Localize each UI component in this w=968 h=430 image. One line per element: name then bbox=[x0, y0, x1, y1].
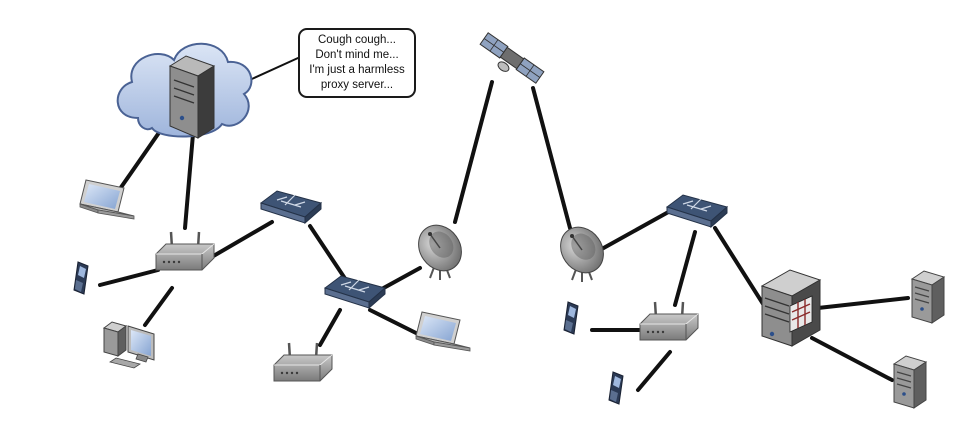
callout-line-2: Don't mind me... bbox=[315, 49, 399, 61]
mobile-phone-icon bbox=[73, 261, 89, 295]
link-pc-router bbox=[143, 286, 174, 327]
link-phone2-router-right bbox=[636, 350, 672, 392]
server-tower-icon bbox=[893, 355, 927, 409]
mobile-phone-icon bbox=[563, 301, 579, 335]
network-switch-icon bbox=[260, 190, 322, 224]
link-satellite-dish bbox=[531, 86, 572, 230]
link-firewall-server-bottom bbox=[810, 336, 894, 382]
callout-line-3: I'm just a harmless bbox=[309, 64, 405, 76]
link-laptop-cloud bbox=[113, 122, 167, 198]
cloud-server-icon bbox=[116, 42, 253, 139]
firewall-server-icon bbox=[760, 269, 822, 347]
link-switch-firewall bbox=[713, 226, 772, 317]
server-tower-icon bbox=[911, 270, 945, 324]
satellite-dish-icon bbox=[550, 217, 614, 283]
laptop-icon bbox=[415, 311, 471, 352]
link-switch-router-bottom bbox=[318, 308, 342, 347]
link-switch-router-right bbox=[673, 230, 697, 307]
wireless-router-icon bbox=[272, 341, 334, 383]
callout-line-1: Cough cough... bbox=[317, 34, 396, 46]
link-phone-router bbox=[98, 268, 160, 287]
network-switch-icon bbox=[324, 275, 386, 309]
wireless-router-icon bbox=[638, 300, 700, 342]
link-dish-satellite bbox=[453, 80, 494, 224]
callout-line-4: proxy server... bbox=[320, 79, 394, 91]
link-router-cloud bbox=[183, 132, 195, 230]
connection-lines bbox=[98, 57, 910, 392]
satellite-icon bbox=[479, 32, 545, 84]
link-switch-laptop bbox=[368, 308, 422, 337]
desktop-computer-icon bbox=[102, 321, 155, 369]
link-switch-dish bbox=[378, 266, 422, 292]
mobile-phone-icon bbox=[608, 371, 624, 405]
link-switch-switch bbox=[308, 224, 348, 282]
speech-callout: Cough cough... Don't mind me... I'm just… bbox=[298, 28, 416, 98]
wireless-router-icon bbox=[154, 230, 216, 272]
link-dish-switch bbox=[598, 208, 674, 252]
network-switch-icon bbox=[666, 194, 728, 228]
link-firewall-server-top bbox=[816, 296, 910, 310]
laptop-icon bbox=[79, 179, 135, 220]
link-router-switch bbox=[208, 220, 274, 260]
